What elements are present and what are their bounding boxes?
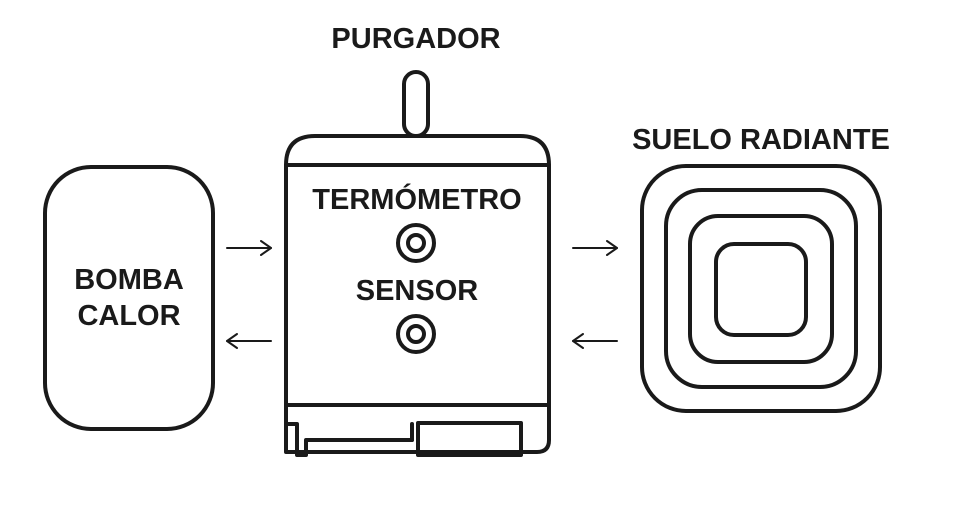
bottom-connector-left (284, 422, 414, 457)
floor-heating-ring-2 (664, 188, 858, 389)
arrow-right-unit-to-floor (572, 240, 618, 256)
floor-heating-ring-3 (688, 214, 834, 364)
bottom-connector-right (416, 421, 523, 457)
sensor-port-inner (406, 324, 426, 344)
hydraulic-unit-body (284, 134, 551, 454)
floor-heating-ring-4 (714, 242, 808, 337)
thermometer-port-inner (406, 233, 426, 253)
label-suelo-radiante: SUELO RADIANTE (632, 124, 890, 156)
label-calor: CALOR (77, 300, 180, 332)
label-termometro: TERMÓMETRO (312, 182, 521, 216)
label-sensor: SENSOR (356, 275, 479, 307)
thermometer-port-outer (396, 223, 436, 263)
label-purgador: PURGADOR (331, 23, 500, 55)
purge-valve (402, 70, 430, 138)
floor-heating-ring-1 (640, 164, 882, 413)
sensor-port-outer (396, 314, 436, 354)
label-bomba: BOMBA (74, 264, 184, 296)
heat-pump-box (43, 165, 215, 431)
arrow-right-heatpump-to-unit (226, 240, 272, 256)
arrow-left-unit-to-heatpump (226, 333, 272, 349)
arrow-left-floor-to-unit (572, 333, 618, 349)
